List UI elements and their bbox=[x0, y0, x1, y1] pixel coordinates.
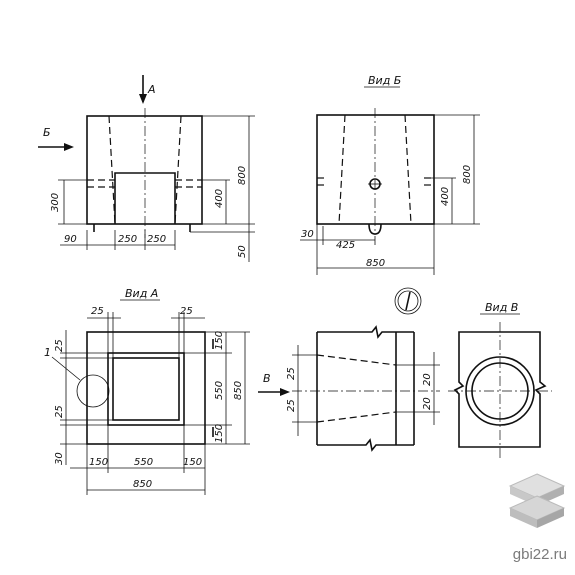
view-a-dim-550: 550 bbox=[134, 457, 153, 468]
arrow-b-label: Б bbox=[43, 126, 51, 139]
front-view: А Б 300 90 250 250 bbox=[38, 75, 255, 262]
view-a-inner bbox=[112, 357, 180, 421]
view-a-dim-150-left: 150 bbox=[89, 457, 108, 468]
view-a-dim-25-top-right: 25 bbox=[180, 306, 193, 317]
dim-400: 400 bbox=[214, 189, 225, 208]
view-v-outline bbox=[453, 331, 547, 448]
view-a-dim-150-right-bottom: 150 bbox=[214, 424, 225, 443]
view-a-inner-outer bbox=[107, 352, 185, 426]
dim-50: 50 bbox=[237, 245, 248, 258]
view-a-dim-25-left-b: 25 bbox=[54, 405, 65, 418]
view-b-dim-30: 30 bbox=[301, 229, 314, 240]
view-b-outline bbox=[316, 114, 435, 225]
view-a-dim-25-left-a: 25 bbox=[54, 339, 65, 352]
view-v: Вид В bbox=[448, 301, 552, 460]
view-a-dim-25-top-left: 25 bbox=[91, 306, 104, 317]
front-opening bbox=[114, 172, 176, 224]
callout-circle bbox=[76, 374, 110, 408]
section-1: В 25 25 20 20 bbox=[258, 287, 440, 452]
view-a-outline bbox=[86, 331, 206, 445]
dim-90: 90 bbox=[64, 234, 77, 245]
view-b-title: Вид Б bbox=[368, 74, 401, 87]
callout-label: 1 bbox=[44, 346, 51, 359]
section-dim-20-b: 20 bbox=[422, 397, 433, 410]
dim-300: 300 bbox=[50, 193, 61, 212]
dim-800: 800 bbox=[237, 166, 248, 185]
view-a: Вид А 1 25 25 25 25 30 bbox=[44, 287, 250, 495]
gbi-logo-icon bbox=[508, 472, 566, 532]
arrow-v-icon bbox=[280, 388, 290, 396]
dim-250-right: 250 bbox=[147, 234, 166, 245]
view-b-dim-850: 850 bbox=[366, 258, 385, 269]
view-b-dim-800: 800 bbox=[462, 165, 473, 184]
view-b-dim-425: 425 bbox=[336, 240, 355, 251]
arrow-a-label: А bbox=[147, 83, 156, 96]
view-a-title: Вид А bbox=[125, 287, 158, 300]
view-a-dim-150-right-top: 150 bbox=[214, 331, 225, 350]
view-b: Вид Б 30 425 850 400 800 bbox=[300, 74, 480, 275]
view-a-dim-30: 30 bbox=[54, 452, 65, 465]
view-a-dim-550-right: 550 bbox=[214, 381, 225, 400]
view-v-title: Вид В bbox=[485, 301, 518, 314]
view-a-dim-850: 850 bbox=[133, 479, 152, 490]
dim-250-left: 250 bbox=[118, 234, 137, 245]
arrow-a-icon bbox=[139, 94, 147, 104]
view-a-dim-150-right: 150 bbox=[183, 457, 202, 468]
arrow-v-label: В bbox=[263, 372, 271, 385]
section-dim-25-a: 25 bbox=[286, 367, 297, 380]
arrow-b-icon bbox=[64, 143, 74, 151]
lifting-loop-icon bbox=[368, 223, 382, 235]
section-dim-20-a: 20 bbox=[422, 373, 433, 386]
front-outline bbox=[86, 115, 203, 225]
section-dim-25-b: 25 bbox=[286, 399, 297, 412]
section-mark-circle bbox=[394, 287, 422, 315]
view-b-dim-400: 400 bbox=[440, 187, 451, 206]
watermark-text: gbi22.ru bbox=[512, 546, 567, 563]
view-a-dim-850-right: 850 bbox=[233, 381, 244, 400]
